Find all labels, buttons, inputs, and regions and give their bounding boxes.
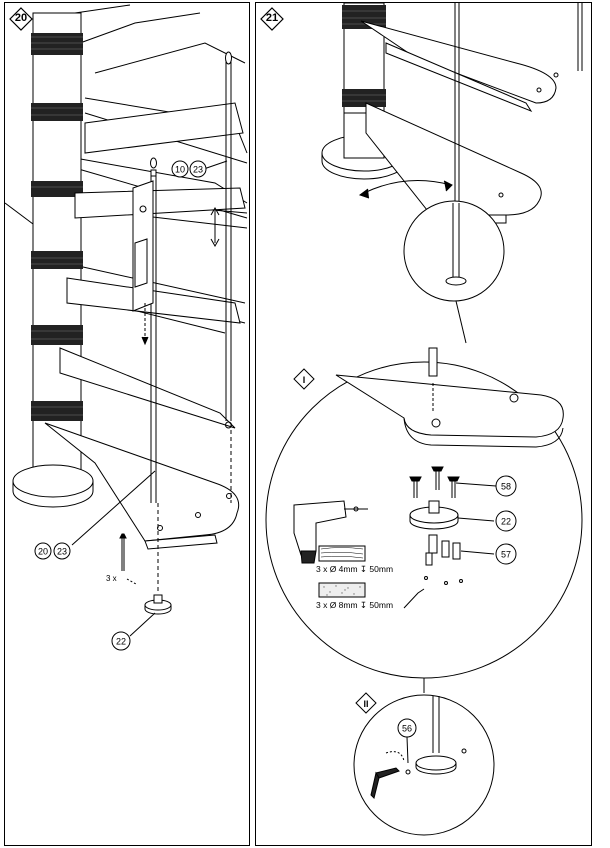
detail-ii-label: II xyxy=(363,699,368,709)
callout-22: 22 xyxy=(116,637,126,647)
step-21-number: 21 xyxy=(265,12,279,24)
step-20-badge: 20 xyxy=(9,7,33,31)
callout-23-top: 23 xyxy=(193,165,203,175)
drill-spec-wood: 3 x Ø 4mm ↧ 50mm xyxy=(316,564,393,574)
callout-10: 10 xyxy=(175,165,185,175)
step-21-illustration: 58 22 57 56 3 x Ø 4mm ↧ 50mm 3 x Ø 8mm ↧… xyxy=(265,3,583,836)
step-21-panel: 58 22 57 56 3 x Ø 4mm ↧ 50mm 3 x Ø 8mm ↧… xyxy=(255,2,592,846)
detail-i-label: I xyxy=(303,375,306,385)
callout-22-flange: 22 xyxy=(501,517,511,527)
screw-quantity: 3 x xyxy=(106,574,117,583)
step-20-number: 20 xyxy=(14,12,28,24)
step-20-panel: 10 23 20 23 22 3 x 20 xyxy=(4,2,250,846)
step-20-illustration: 10 23 20 23 22 3 x xyxy=(5,4,248,651)
step-21-badge: 21 xyxy=(260,7,284,31)
callout-58: 58 xyxy=(501,482,511,492)
callout-56: 56 xyxy=(402,724,412,734)
callout-57: 57 xyxy=(501,550,511,560)
callout-23-bottom: 23 xyxy=(57,547,67,557)
drill-spec-concrete: 3 x Ø 8mm ↧ 50mm xyxy=(316,600,393,610)
callout-20: 20 xyxy=(38,547,48,557)
